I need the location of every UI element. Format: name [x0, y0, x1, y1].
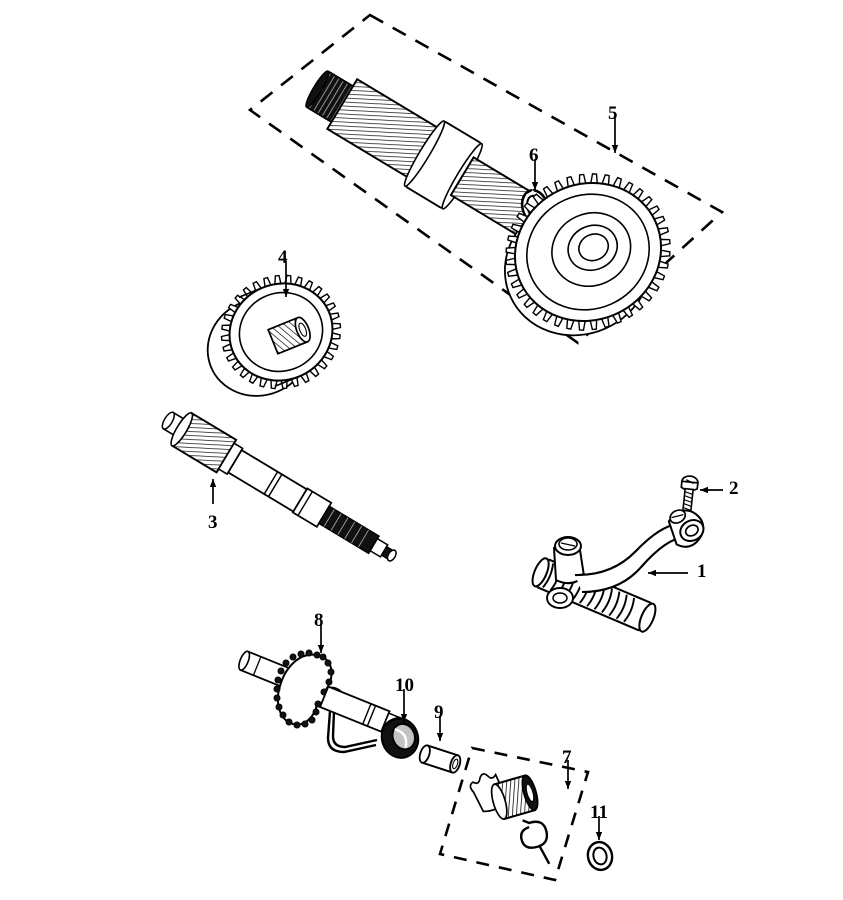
- group-boundary-5: [247, 13, 725, 345]
- part-idle-gear: [206, 274, 342, 397]
- callout-number-1: 1: [697, 561, 707, 582]
- callout-number-5: 5: [608, 103, 618, 124]
- callout-number-6: 6: [529, 145, 539, 166]
- part-return-spring: [380, 717, 420, 759]
- part-kick-pinion: [469, 772, 539, 821]
- callout-number-4: 4: [278, 247, 288, 268]
- callout-number-9: 9: [434, 702, 444, 723]
- part-counter-shaft: [161, 411, 397, 562]
- group-boundary-7: [438, 746, 590, 882]
- part-kick-starter-shaft: [238, 649, 403, 754]
- callout-number-7: 7: [562, 747, 572, 768]
- part-kick-starter-lever: [531, 509, 705, 633]
- part-washer: [586, 840, 614, 872]
- callout-number-10: 10: [395, 675, 414, 696]
- callout-leader-lines: [209, 117, 723, 840]
- part-collar: [418, 744, 462, 774]
- callout-number-11: 11: [590, 802, 608, 823]
- callout-number-3: 3: [208, 512, 218, 533]
- callout-number-8: 8: [314, 610, 324, 631]
- part-pinion-clip: [519, 819, 551, 865]
- callout-number-2: 2: [729, 478, 739, 499]
- part-primary-driven-gear: [504, 173, 671, 337]
